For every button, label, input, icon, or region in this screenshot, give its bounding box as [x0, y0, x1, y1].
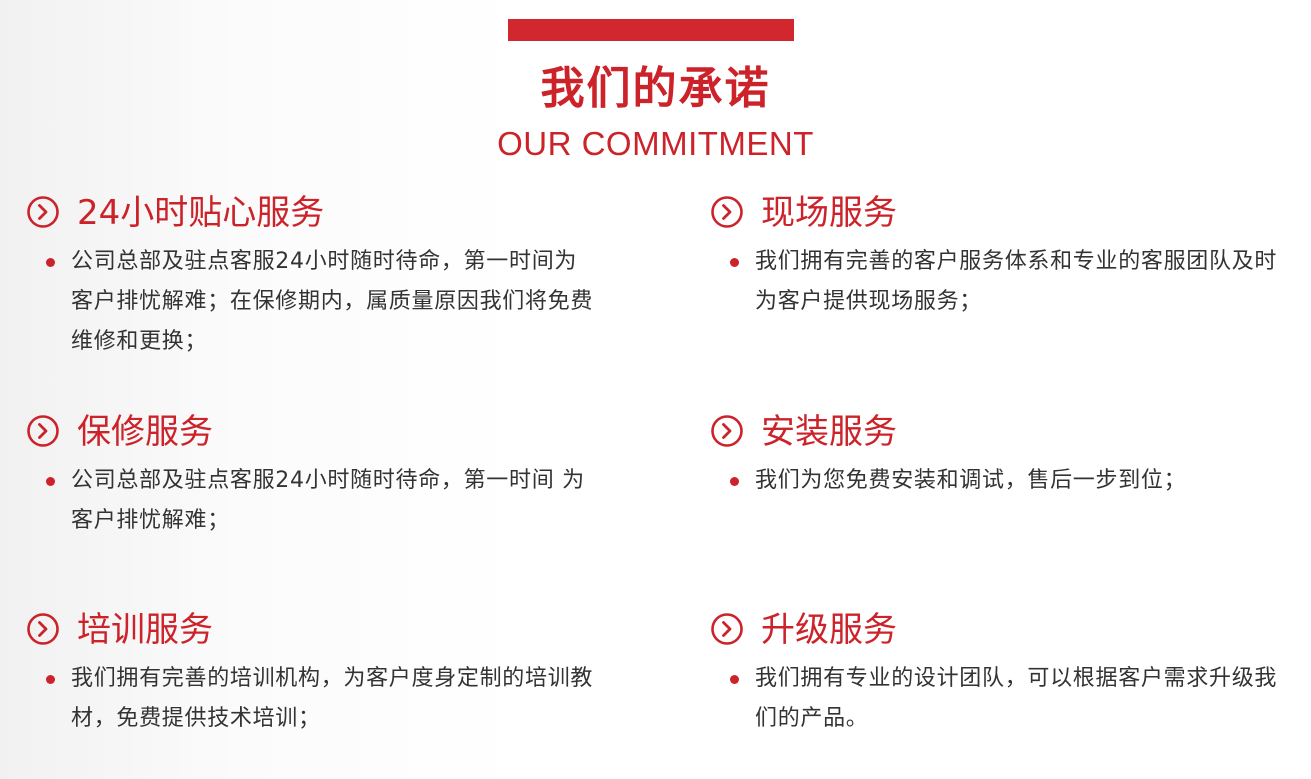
section-text: 我们拥有完善的客户服务体系和专业的客服团队及时为客户提供现场服务；	[755, 249, 1278, 314]
circle-chevron-right-icon	[711, 415, 743, 447]
section-header: 安装服务	[711, 411, 1291, 455]
circle-chevron-right-icon	[27, 613, 59, 645]
header-accent-bar	[508, 19, 794, 41]
section-title: 现场服务	[761, 193, 897, 233]
circle-chevron-right-icon	[711, 196, 743, 228]
bullet-dot-icon	[730, 675, 739, 684]
bullet-dot-icon	[730, 258, 739, 267]
section-title: 24小时贴心服务	[77, 193, 325, 233]
section-text: 公司总部及驻点客服24小时随时待命，第一时间 为客户排忧解难；	[71, 468, 585, 533]
section-header: 24小时贴心服务	[27, 192, 607, 236]
section-header: 现场服务	[711, 192, 1291, 236]
bullet-dot-icon	[46, 477, 55, 486]
bullet-dot-icon	[46, 258, 55, 267]
section-header: 保修服务	[27, 411, 607, 455]
section-title: 安装服务	[761, 412, 897, 452]
section-title: 保修服务	[77, 412, 213, 452]
page-subtitle: OUR COMMITMENT	[497, 125, 814, 162]
section-text: 公司总部及驻点客服24小时随时待命，第一时间为客户排忧解难；在保修期内，属质量原…	[71, 249, 594, 354]
circle-chevron-right-icon	[711, 613, 743, 645]
section-text: 我们拥有专业的设计团队，可以根据客户需求升级我们的产品。	[755, 666, 1278, 731]
section-text: 我们拥有完善的培训机构，为客户度身定制的培训教材，免费提供技术培训；	[71, 666, 594, 731]
page-title: 我们的承诺	[540, 63, 771, 114]
section-title: 培训服务	[77, 610, 213, 650]
bullet-dot-icon	[730, 477, 739, 486]
section-header: 培训服务	[27, 609, 607, 653]
circle-chevron-right-icon	[27, 196, 59, 228]
circle-chevron-right-icon	[27, 415, 59, 447]
section-header: 升级服务	[711, 609, 1291, 653]
bullet-dot-icon	[46, 675, 55, 684]
section-title: 升级服务	[761, 610, 897, 650]
section-text: 我们为您免费安装和调试，售后一步到位；	[755, 468, 1187, 493]
